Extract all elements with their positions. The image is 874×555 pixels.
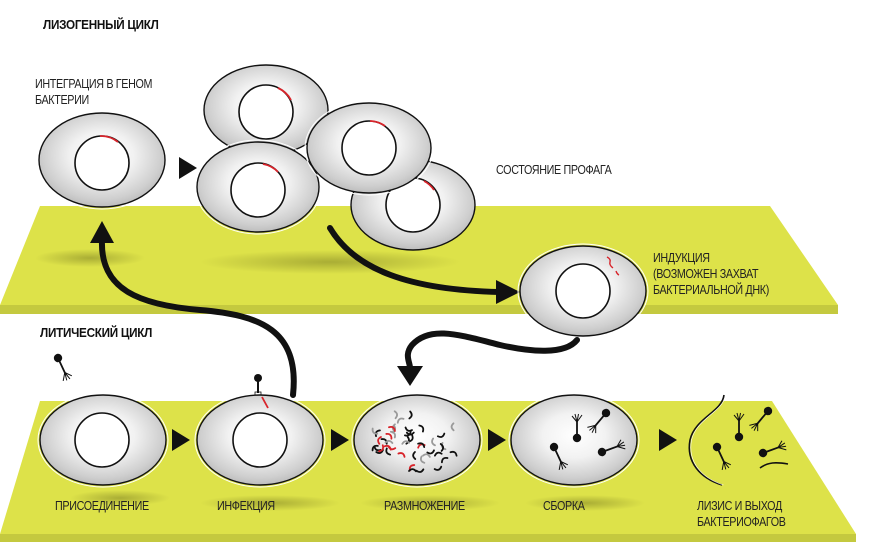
cell-prophage-2 — [194, 139, 322, 235]
step-arrow-icon — [172, 429, 190, 451]
dna-fragment — [404, 426, 413, 432]
dna-fragment — [404, 430, 412, 437]
dna-fragment — [433, 465, 443, 471]
dna-fragment — [380, 438, 388, 445]
dna-fragment — [434, 451, 443, 457]
lysogenic-cycle-title: ЛИЗОГЕННЫЙ ЦИКЛ — [43, 17, 159, 32]
step-arrow-icon — [488, 429, 506, 451]
integration-label-line: ИНТЕГРАЦИЯ В ГЕНОМ — [35, 77, 153, 91]
lysis-release — [688, 394, 789, 486]
dna-fragments — [371, 410, 458, 473]
integration-label: ИНТЕГРАЦИЯ В ГЕНОМ БАКТЕРИИ — [35, 76, 152, 108]
dna-fragment — [384, 439, 394, 444]
dna-fragment — [418, 424, 425, 433]
dna-fragment — [450, 422, 455, 432]
dna-fragment — [377, 436, 382, 445]
dna-fragment — [396, 417, 405, 424]
dna-fragment — [422, 453, 431, 458]
dna-fragment — [371, 427, 379, 435]
dna-fragment — [426, 449, 435, 455]
dna-fragment — [417, 442, 426, 449]
step-label-assembly: СБОРКА — [543, 499, 585, 513]
lytic-switch-arrow — [397, 330, 580, 386]
dna-fragment — [441, 456, 449, 464]
dna-fragment — [385, 447, 392, 456]
dna-fragment — [401, 440, 411, 445]
lysis-label-line: ЛИЗИС И ВЫХОД — [697, 499, 782, 513]
induction-arrow — [327, 225, 520, 304]
prophage-dna — [99, 135, 119, 143]
dna-fragment — [415, 468, 425, 473]
cell-attachment — [37, 392, 169, 488]
step-arrow-icon — [659, 429, 677, 451]
dna-fragment — [420, 455, 426, 464]
step-label-attachment: ПРИСОЕДИНЕНИЕ — [55, 499, 149, 513]
cell-shadows — [35, 249, 645, 511]
dna-fragment — [405, 435, 410, 445]
dna-fragment — [408, 434, 414, 443]
induction-label-line: (ВОЗМОЖЕН ЗАХВАТ — [653, 267, 759, 281]
dna-fragment — [374, 429, 381, 438]
dna-fragment — [397, 452, 406, 458]
dna-fragment — [371, 444, 379, 452]
step-arrow-icon — [331, 429, 349, 451]
dna-fragment — [389, 430, 396, 439]
induction-label-line: ИНДУКЦИЯ — [653, 251, 710, 265]
cell-replication — [351, 392, 483, 488]
dna-fragment — [408, 410, 413, 420]
dna-fragment — [439, 443, 445, 452]
lysis-label-line: БАКТЕРИОФАГОВ — [697, 515, 786, 529]
integration-label-line: БАКТЕРИИ — [35, 93, 89, 107]
cell-assembly — [508, 392, 640, 488]
dna-fragment — [436, 432, 446, 438]
dna-fragment — [431, 437, 436, 447]
cell-infection — [194, 374, 326, 488]
dna-fragment — [387, 445, 397, 451]
step-label-infection: ИНФЕКЦИЯ — [217, 499, 275, 513]
cell-prophage-3 — [304, 100, 434, 196]
prophage-cluster — [194, 64, 476, 251]
step-arrow-icon — [179, 157, 197, 179]
cell-induction — [517, 243, 649, 339]
cell-integration — [36, 110, 168, 210]
lytic-cycle-title: ЛИТИЧЕСКИЙ ЦИКЛ — [40, 325, 153, 340]
dna-fragment — [449, 450, 458, 457]
prophage-state-label: СОСТОЯНИЕ ПРОФАГА — [496, 163, 612, 177]
induction-label: ИНДУКЦИЯ (ВОЗМОЖЕН ЗАХВАТ БАКТЕРИАЛЬНОЙ … — [653, 250, 769, 298]
dna-fragment — [385, 433, 393, 440]
dna-fragment — [388, 425, 396, 432]
step-label-replication: РАЗМНОЖЕНИЕ — [384, 499, 465, 513]
dna-fragment — [393, 410, 398, 420]
step-label-lysis: ЛИЗИС И ВЫХОД БАКТЕРИОФАГОВ — [697, 498, 786, 530]
dna-fragment — [408, 468, 417, 473]
dna-fragment — [378, 444, 385, 453]
lysogeny-arrow — [90, 221, 297, 398]
induction-label-line: БАКТЕРИАЛЬНОЙ ДНК) — [653, 283, 769, 297]
free-phage-icon — [50, 351, 74, 383]
dna-fragment — [412, 451, 417, 460]
injecting-phage-icon — [254, 374, 262, 396]
